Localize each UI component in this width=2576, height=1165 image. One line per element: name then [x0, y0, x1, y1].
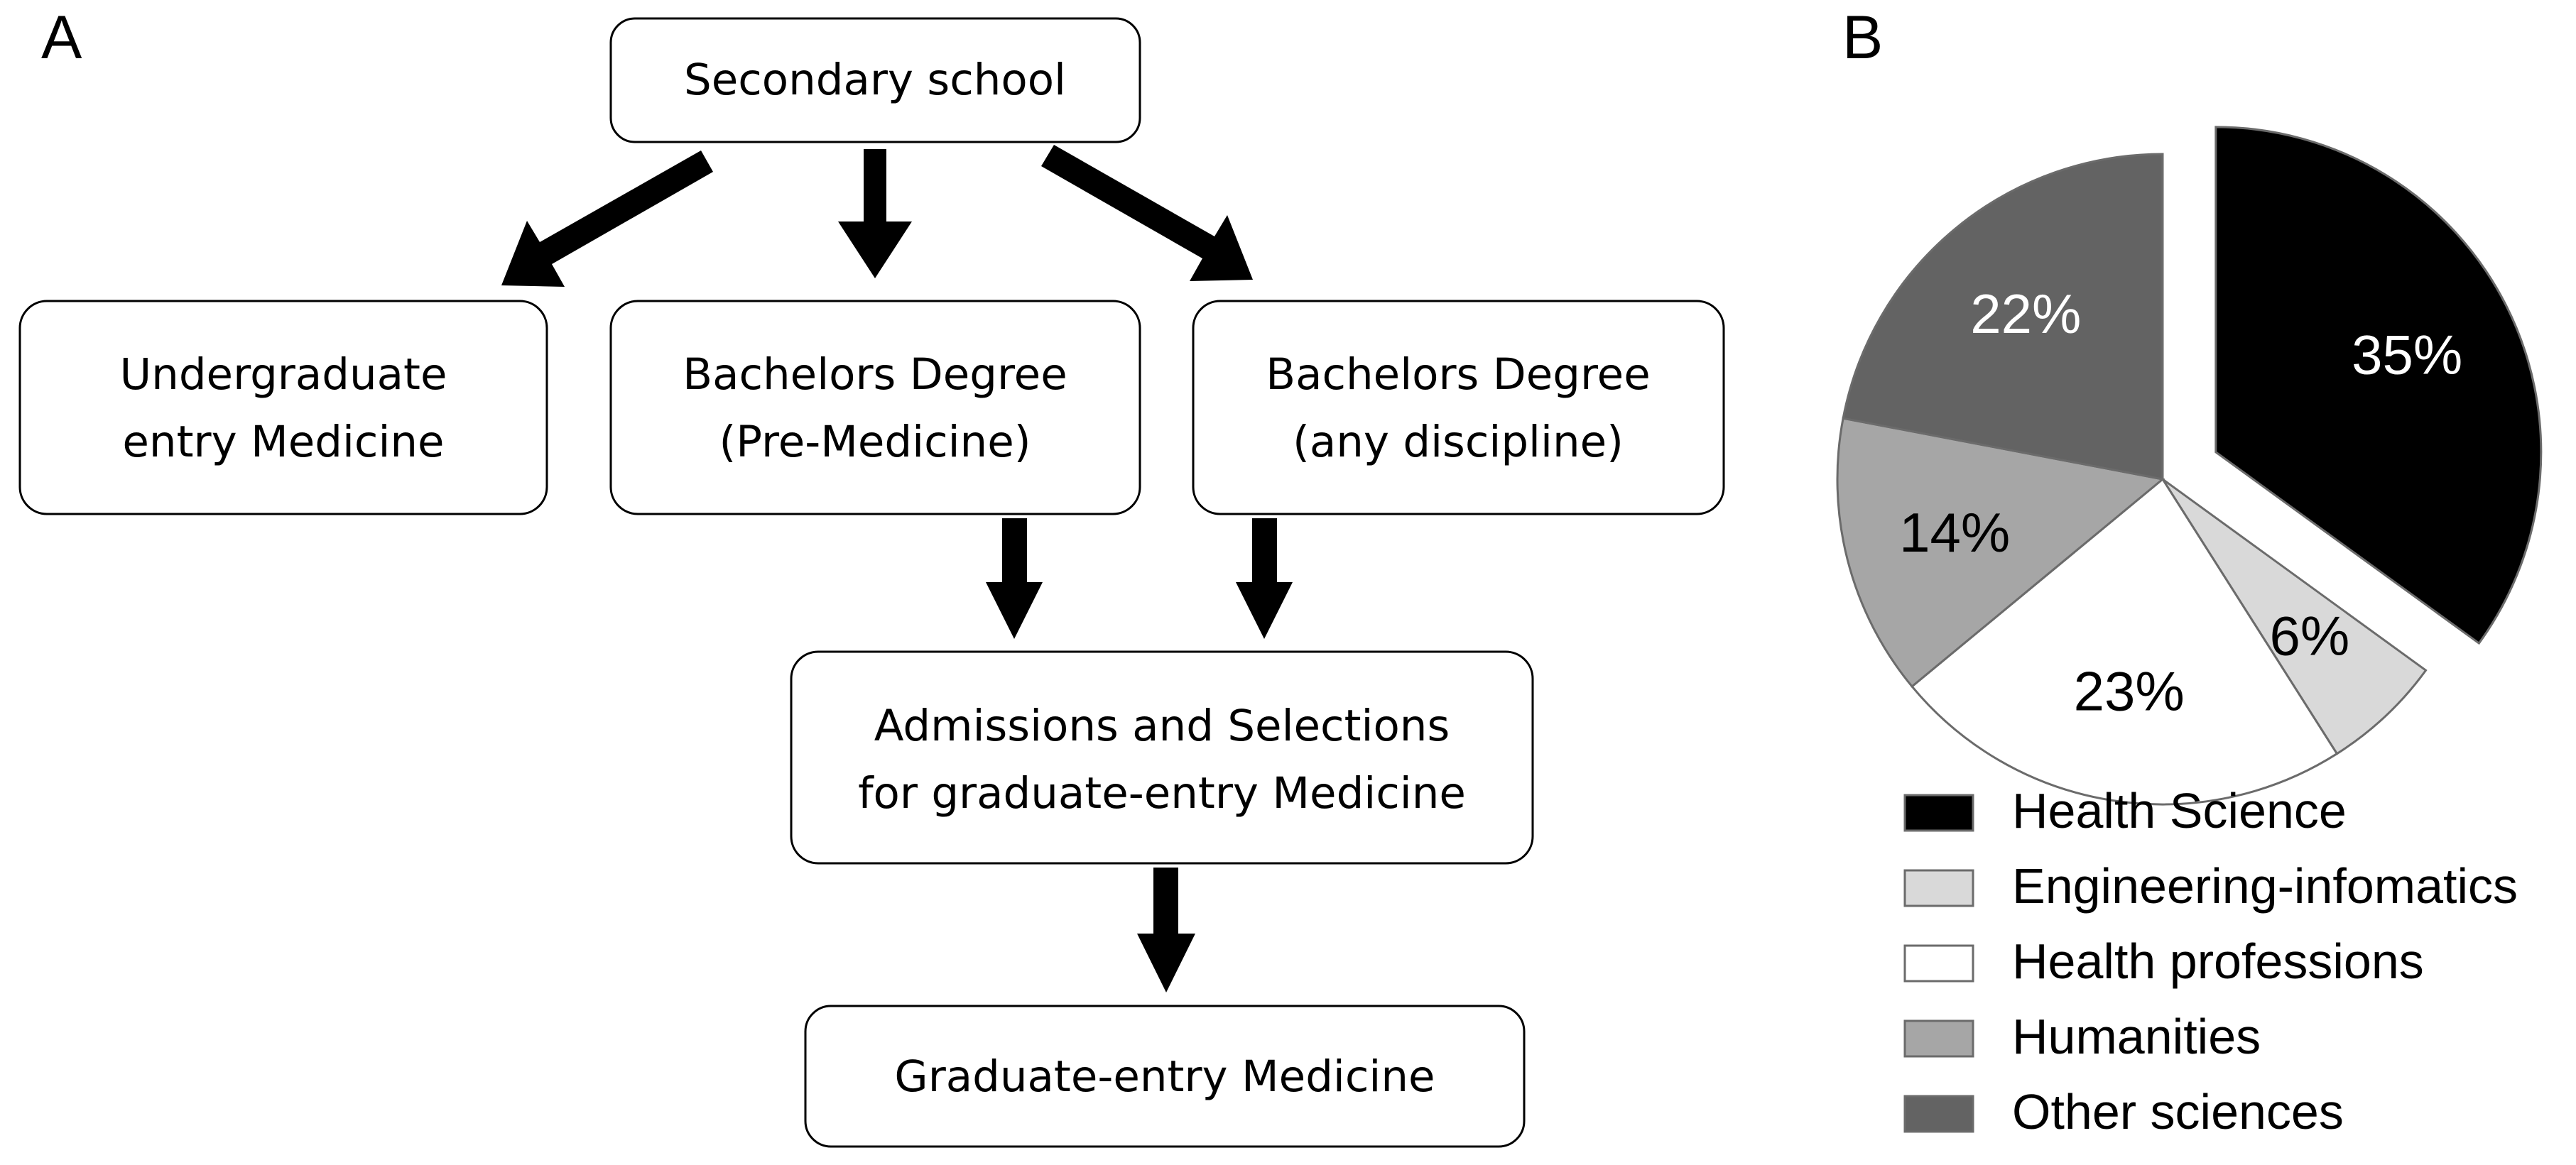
box-line: Bachelors Degree — [683, 349, 1067, 400]
legend-item-humanities: Humanities — [1903, 1009, 2261, 1064]
flow-box-bachelors-any-discipline: Bachelors Degree (any discipline) — [1192, 300, 1725, 515]
box-line: Admissions and Selections — [874, 701, 1450, 751]
legend-label: Humanities — [2012, 1009, 2261, 1064]
flow-box-graduate-entry-medicine: Graduate-entry Medicine — [804, 1005, 1526, 1148]
arrow-to-undergraduate — [501, 151, 713, 287]
arrow-admissions-to-graduate-entry — [1137, 868, 1195, 992]
legend-item-engineering-infomatics: Engineering-infomatics — [1903, 858, 2518, 914]
flow-box-admissions-selections: Admissions and Selections for graduate-e… — [790, 650, 1534, 865]
box-line: entry Medicine — [122, 417, 444, 467]
legend-swatch — [1903, 794, 1974, 832]
pie-slice-other-sciences — [1842, 153, 2164, 481]
box-line: Undergraduate — [120, 349, 447, 400]
pie-slice-health-science — [2214, 126, 2543, 645]
legend-label: Health professions — [2012, 934, 2424, 989]
pie-slice-humanities — [1836, 417, 2165, 689]
legend-item-health-science: Health Science — [1903, 783, 2347, 838]
pie-label-health-professions: 23% — [2074, 660, 2185, 723]
legend-item-other-sciences: Other sciences — [1903, 1084, 2344, 1139]
arrow-to-bachelors-any — [1041, 145, 1253, 281]
panel-b-letter: B — [1842, 4, 1883, 72]
pie-label-engineering-infomatics: 6% — [2270, 604, 2350, 667]
legend-swatch — [1903, 1095, 1974, 1133]
pie-legend: Health ScienceEngineering-infomaticsHeal… — [1903, 783, 2518, 1139]
legend-item-health-professions: Health professions — [1903, 934, 2424, 989]
box-line: for graduate-entry Medicine — [858, 768, 1466, 819]
box-line: Secondary school — [684, 55, 1066, 105]
box-line: (Pre-Medicine) — [719, 417, 1031, 467]
arrow-pre-medicine-to-admissions — [986, 518, 1043, 639]
flow-box-bachelors-pre-medicine: Bachelors Degree (Pre-Medicine) — [609, 300, 1141, 515]
box-line: (any discipline) — [1293, 417, 1624, 467]
legend-swatch — [1903, 869, 1974, 907]
arrow-to-bachelors-pre-medicine — [838, 149, 912, 278]
legend-swatch — [1903, 944, 1974, 983]
box-line: Graduate-entry Medicine — [894, 1051, 1435, 1102]
pie-chart — [1836, 126, 2543, 806]
pie-label-other-sciences: 22% — [1970, 283, 2081, 345]
panel-a-letter: A — [41, 4, 82, 72]
box-line: Bachelors Degree — [1266, 349, 1651, 400]
pie-label-humanities: 14% — [1899, 501, 2010, 564]
legend-label: Health Science — [2012, 783, 2347, 838]
legend-label: Engineering-infomatics — [2012, 858, 2518, 914]
pie-slice-engineering-infomatics — [2161, 478, 2428, 755]
pie-label-health-science: 35% — [2352, 324, 2462, 386]
flow-box-secondary-school: Secondary school — [609, 17, 1141, 143]
legend-label: Other sciences — [2012, 1084, 2344, 1139]
legend-swatch — [1903, 1019, 1974, 1058]
arrow-any-discipline-to-admissions — [1236, 518, 1293, 639]
flow-box-undergraduate-entry: Undergraduate entry Medicine — [18, 300, 548, 515]
pie-slice-health-professions — [1910, 477, 2339, 806]
flow-arrows — [501, 145, 1293, 992]
pie-labels: 35% 6% 23% 14% 22% — [1899, 283, 2462, 722]
